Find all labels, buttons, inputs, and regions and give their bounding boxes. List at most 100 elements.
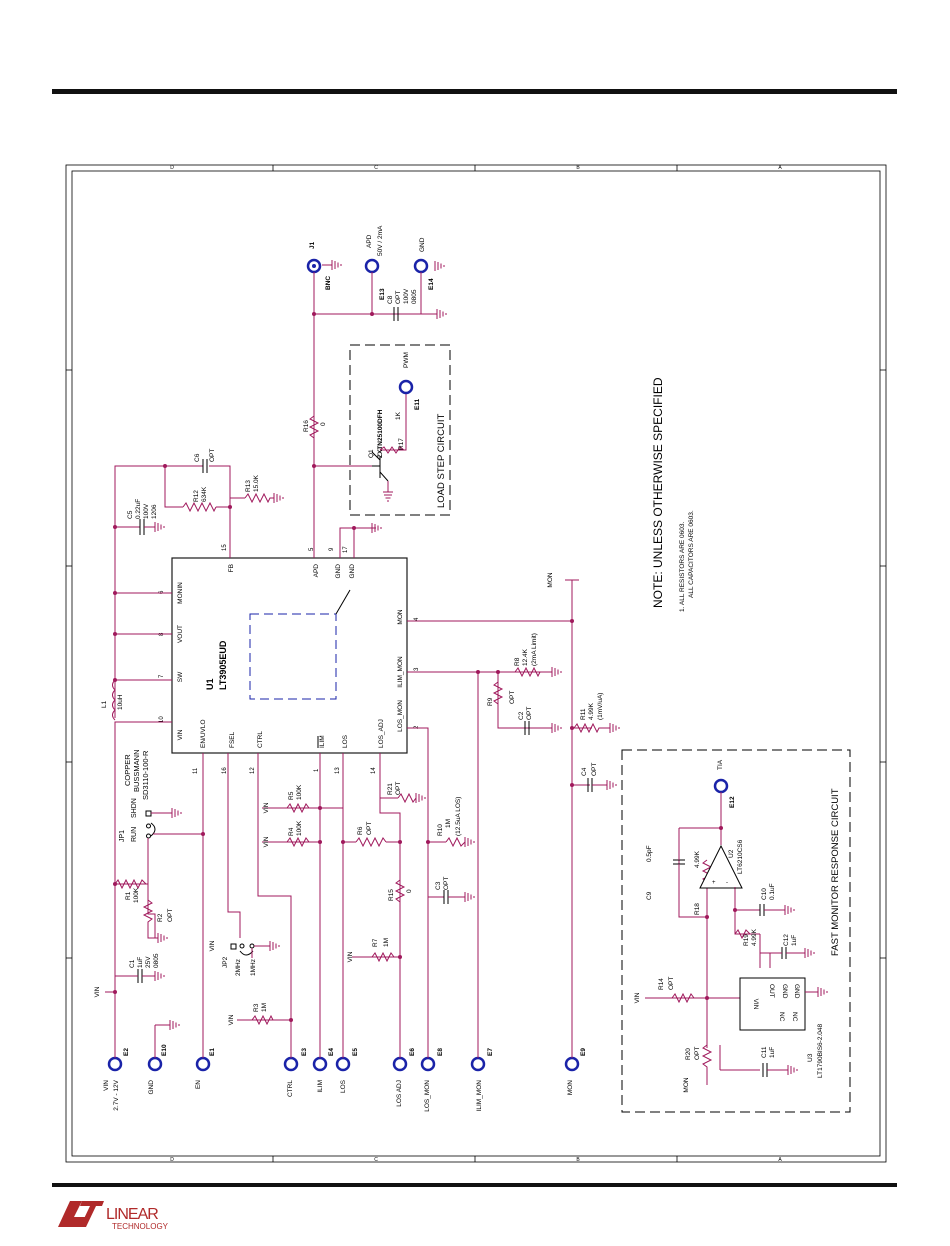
terminal-net: PWM <box>403 352 410 368</box>
footer-rule <box>52 1183 897 1187</box>
terminal-ref: E12 <box>729 796 736 808</box>
pin-number: 12 <box>250 767 256 774</box>
u3-pin: VIN <box>752 999 759 1010</box>
terminal-e5: E5 LOS <box>335 1047 359 1093</box>
pin-number: 7 <box>159 674 165 678</box>
terminal-net: ILIM <box>317 1080 324 1093</box>
label: OPT <box>443 877 450 890</box>
label: RUN <box>131 827 138 842</box>
label: C1 <box>129 959 136 968</box>
label: R17 <box>398 438 405 450</box>
terminal-net: MON <box>567 1080 574 1095</box>
pin-number: 6 <box>159 590 165 594</box>
label: 2MHz <box>235 959 242 976</box>
pin-name: VIN <box>177 729 184 740</box>
opamp-u2: +- <box>699 844 743 889</box>
capacitor-c8 <box>393 307 447 321</box>
net-label-mon: MON <box>547 572 554 587</box>
label: OPT <box>395 782 402 795</box>
zone-letter: B <box>576 165 580 171</box>
label: 1MHz <box>250 959 257 976</box>
label: OPT <box>366 822 373 835</box>
resistor-r8 <box>514 666 562 678</box>
pin-number: 1 <box>314 768 320 772</box>
label: C12 <box>783 934 790 946</box>
resistor-r3 <box>251 1014 274 1026</box>
terminal-ref: E14 <box>428 278 435 290</box>
terminal-sub: 2.7V - 12V <box>113 1079 120 1110</box>
capacitor-c5 <box>139 519 165 535</box>
label: 25V <box>145 956 152 968</box>
pin-name: GND <box>335 564 342 579</box>
net-label-vin: VIN <box>263 836 270 847</box>
terminal-ref: E9 <box>580 1048 587 1056</box>
capacitor-c3 <box>443 890 475 904</box>
capacitor-c10 <box>759 904 795 916</box>
resistor-r14 <box>671 992 695 1004</box>
net-label-vin: VIN <box>634 992 641 1003</box>
terminal-net: LOS ADJ <box>396 1080 403 1107</box>
terminal-net: CTRL <box>287 1080 294 1097</box>
label: LT1790BIS6-2.048 <box>817 1024 824 1078</box>
drawing-frame: D C B A D C B A <box>65 164 887 1163</box>
net-labels: VIN VIN VIN VIN VIN VIN VIN MON MON <box>94 572 690 1092</box>
label: 1M <box>261 1003 268 1012</box>
capacitor-c12 <box>760 947 815 959</box>
terminal-net: BNC <box>325 276 332 290</box>
pin-number: 15 <box>222 544 228 551</box>
zone-letter: C <box>374 165 378 171</box>
label: LT6210CS6 <box>737 839 744 874</box>
pin-number: 17 <box>343 546 349 553</box>
regulator-u3: VIN OUT GND GND NC NC <box>739 977 828 1031</box>
label: 1M <box>383 938 390 947</box>
label: 0805 <box>411 289 418 304</box>
terminal-ref: E3 <box>301 1048 308 1056</box>
pin-number: 14 <box>371 767 377 774</box>
terminal-net: GND <box>419 237 426 252</box>
pin-name: FSEL <box>229 731 236 748</box>
terminal-ref: E2 <box>123 1048 130 1056</box>
terminal-ref: E7 <box>487 1048 494 1056</box>
svg-text:-: - <box>726 880 728 886</box>
label: 0805 <box>153 953 160 968</box>
label: R15 <box>388 889 395 901</box>
zone-letter: D <box>170 165 174 171</box>
linear-technology-logo: LINEAR TECHNOLOGY <box>58 1201 169 1231</box>
label: 0 <box>320 422 327 426</box>
terminal-ref: E10 <box>161 1044 168 1056</box>
label: COPPER <box>123 754 132 786</box>
label: R10 <box>437 824 444 836</box>
pin-number: 9 <box>329 547 335 551</box>
resistor-r7 <box>371 951 395 963</box>
label: R20 <box>685 1048 692 1060</box>
label: OPT <box>209 449 216 462</box>
resistor-r19 <box>734 929 751 940</box>
resistor-r5 <box>286 802 310 814</box>
label: 0.22uF <box>135 499 142 519</box>
label: C2 <box>518 711 525 720</box>
terminal-ref: E5 <box>352 1048 359 1056</box>
label: 10uH <box>117 694 124 710</box>
pin-name: GND <box>349 564 356 579</box>
resistor-r20 <box>701 1044 713 1085</box>
label: C11 <box>761 1046 768 1058</box>
zone-letter: B <box>576 1157 580 1163</box>
label: OPT <box>509 691 516 704</box>
terminal-e7: E7 ILIM_MON <box>470 1047 494 1111</box>
ic-u1: U1 LT3905EUD VIN SW VOUT MONIN FB EN/UVL… <box>159 544 420 774</box>
terminal-j1: J1 BNC <box>306 241 332 290</box>
label: R3 <box>253 1003 260 1012</box>
terminal-e14: E14 GND <box>413 237 435 314</box>
label: 4.99K <box>694 850 701 868</box>
pin-name: LOS <box>342 734 349 748</box>
label: C3 <box>435 881 442 890</box>
pin-number: 16 <box>222 767 228 774</box>
label: R11 <box>580 708 587 720</box>
label: R5 <box>288 791 295 800</box>
label: 1uF <box>137 957 144 968</box>
label: OPT <box>526 707 533 720</box>
capacitor-c2 <box>524 721 562 735</box>
pin-name: SW <box>177 671 184 682</box>
terminal-e1: E1 EN <box>195 1047 216 1089</box>
label: U3 <box>807 1053 814 1062</box>
